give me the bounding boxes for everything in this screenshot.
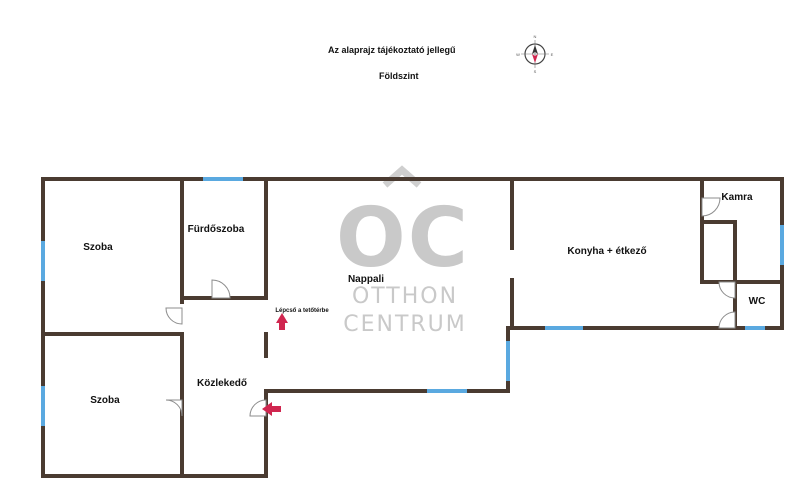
- watermark-centrum: CENTRUM: [343, 312, 467, 337]
- door-arc: [211, 279, 231, 299]
- svg-text:N: N: [534, 34, 537, 39]
- watermark-otthon: OTTHON: [352, 284, 458, 309]
- room-label-szoba-top: Szoba: [83, 242, 113, 253]
- svg-text:E: E: [551, 52, 554, 57]
- door-arc: [249, 399, 267, 417]
- room-label-szoba-bottom: Szoba: [90, 395, 120, 406]
- room-label-konyha: Konyha + étkező: [567, 246, 646, 257]
- otthon-centrum-watermark: OC OTTHON CENTRUM: [336, 165, 470, 337]
- walls: [41, 177, 784, 478]
- room-label-furdoszoba: Fürdőszoba: [188, 224, 245, 235]
- doors: [165, 197, 736, 417]
- windows: [41, 177, 784, 426]
- stairs-label: Lépcső a tetőtérbe: [275, 308, 329, 314]
- door-arc: [701, 197, 721, 217]
- room-label-kamra: Kamra: [721, 192, 753, 203]
- floor-title: Földszint: [379, 71, 419, 81]
- svg-text:W: W: [516, 52, 520, 57]
- plan-disclaimer: Az alaprajz tájékoztató jellegű: [328, 45, 456, 55]
- door-arc: [165, 399, 183, 417]
- room-label-nappali: Nappali: [348, 274, 384, 285]
- compass-icon: N S E W: [516, 34, 554, 74]
- door-arc: [718, 311, 736, 329]
- svg-text:S: S: [534, 69, 537, 74]
- door-arc: [718, 281, 736, 299]
- entrance-arrow-icon: [262, 402, 281, 416]
- watermark-logo: OC: [336, 191, 470, 286]
- room-label-kozlekedo: Közlekedő: [197, 378, 247, 389]
- door-arc: [165, 307, 183, 325]
- room-label-wc: WC: [749, 296, 766, 307]
- stairs-arrow-icon: [276, 313, 288, 330]
